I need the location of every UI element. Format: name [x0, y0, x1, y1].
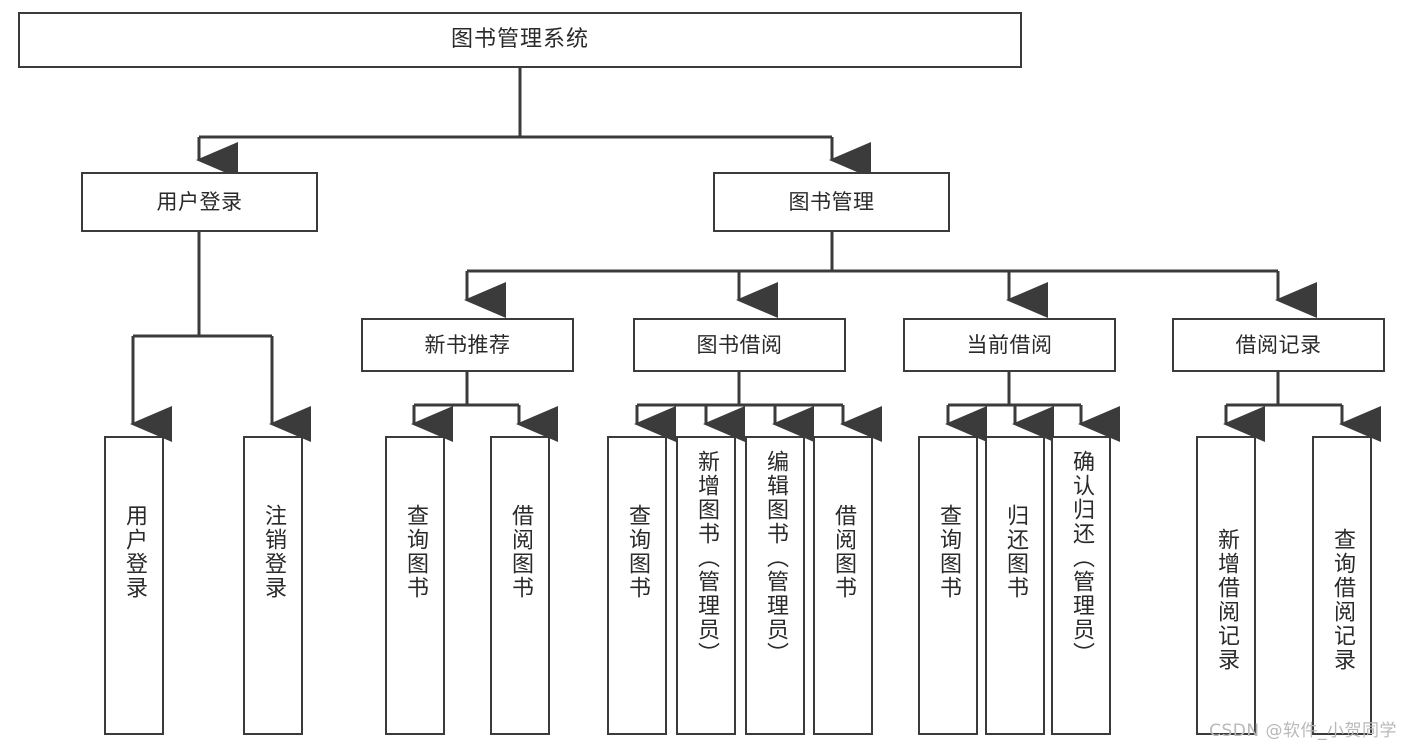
leaf-logout[interactable]: 注销登录	[243, 436, 303, 735]
leaf-logout-label: 注销登录	[261, 504, 286, 600]
leaf-currentborrow-confirm-return-admin-label: 确认归还（管理员）	[1069, 450, 1094, 666]
node-borrow-record[interactable]: 借阅记录	[1172, 318, 1385, 372]
leaf-newbook-borrow-book-label: 借阅图书	[508, 504, 533, 600]
leaf-bookborrow-query-book-label: 查询图书	[625, 504, 650, 600]
leaf-currentborrow-query-book-label: 查询图书	[936, 504, 961, 600]
leaf-bookborrow-edit-book-admin-label: 编辑图书（管理员）	[763, 450, 788, 666]
leaf-newbook-query-book[interactable]: 查询图书	[385, 436, 445, 735]
leaf-borrowrecord-query-record[interactable]: 查询借阅记录	[1312, 436, 1372, 735]
leaf-borrowrecord-add-record[interactable]: 新增借阅记录	[1196, 436, 1256, 735]
leaf-borrowrecord-add-record-label: 新增借阅记录	[1214, 528, 1239, 672]
node-new-book-recommend-label: 新书推荐	[424, 332, 511, 357]
csdn-watermark: CSDN @软件_小贺同学	[1209, 721, 1397, 741]
node-book-borrow[interactable]: 图书借阅	[633, 318, 846, 372]
leaf-bookborrow-edit-book-admin[interactable]: 编辑图书（管理员）	[745, 436, 805, 735]
node-book-management[interactable]: 图书管理	[713, 172, 950, 232]
leaf-currentborrow-return-book-label: 归还图书	[1003, 504, 1028, 600]
node-user-login[interactable]: 用户登录	[81, 172, 318, 232]
node-current-borrow[interactable]: 当前借阅	[903, 318, 1116, 372]
leaf-currentborrow-return-book[interactable]: 归还图书	[985, 436, 1045, 735]
node-current-borrow-label: 当前借阅	[966, 332, 1053, 357]
leaf-bookborrow-add-book-admin-label: 新增图书（管理员）	[694, 450, 719, 666]
node-root-system[interactable]: 图书管理系统	[18, 12, 1022, 68]
leaf-bookborrow-query-book[interactable]: 查询图书	[607, 436, 667, 735]
leaf-user-login-label: 用户登录	[122, 504, 147, 600]
node-borrow-record-label: 借阅记录	[1235, 332, 1322, 357]
node-book-management-label: 图书管理	[788, 189, 875, 214]
leaf-bookborrow-borrow-book[interactable]: 借阅图书	[813, 436, 873, 735]
leaf-newbook-query-book-label: 查询图书	[403, 504, 428, 600]
leaf-bookborrow-borrow-book-label: 借阅图书	[831, 504, 856, 600]
node-user-login-label: 用户登录	[156, 189, 243, 214]
leaf-currentborrow-query-book[interactable]: 查询图书	[918, 436, 978, 735]
leaf-currentborrow-confirm-return-admin[interactable]: 确认归还（管理员）	[1051, 436, 1111, 735]
node-new-book-recommend[interactable]: 新书推荐	[361, 318, 574, 372]
leaf-user-login[interactable]: 用户登录	[104, 436, 164, 735]
leaf-newbook-borrow-book[interactable]: 借阅图书	[490, 436, 550, 735]
node-book-borrow-label: 图书借阅	[696, 332, 783, 357]
leaf-bookborrow-add-book-admin[interactable]: 新增图书（管理员）	[676, 436, 736, 735]
leaf-borrowrecord-query-record-label: 查询借阅记录	[1330, 528, 1355, 672]
node-root-system-label: 图书管理系统	[450, 27, 589, 53]
